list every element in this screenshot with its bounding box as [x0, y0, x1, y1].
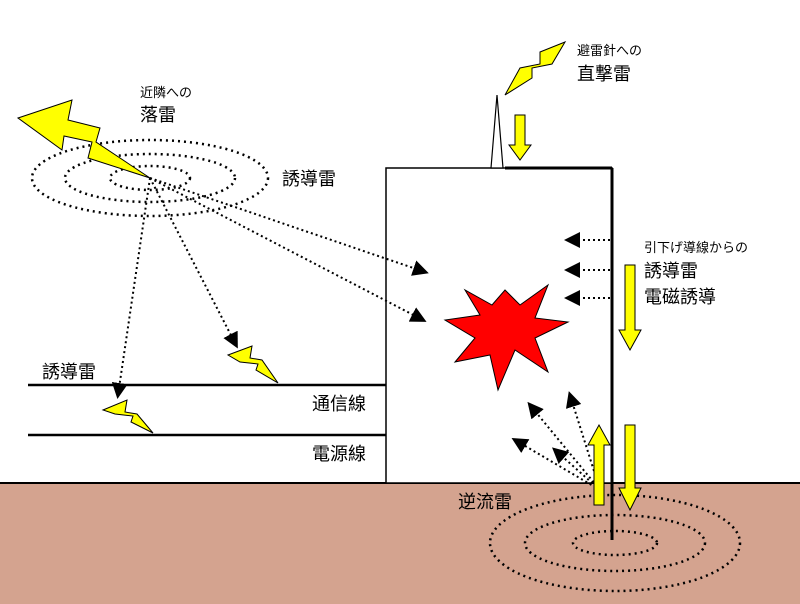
- induced-lightning-label-left: 誘導雷: [42, 362, 96, 383]
- comm-line-label: 通信線: [312, 394, 366, 415]
- induction-rings-top: [30, 138, 270, 218]
- rod-strike-label-small: 避雷針への: [577, 44, 643, 59]
- lightning-rod: [490, 94, 504, 169]
- nearby-strike-label: 落雷: [140, 105, 176, 126]
- power-line-label: 電源線: [312, 444, 366, 465]
- small-bolt-2: [101, 399, 154, 434]
- induction-rings-ground: [488, 493, 742, 593]
- lightning-bolts: [16, 40, 567, 434]
- backflow-label: 逆流雷: [458, 492, 512, 513]
- down-conductor-label: 引下げ導線からの: [644, 241, 749, 256]
- direct-bolt: [504, 40, 567, 96]
- nearby-bolt: [16, 99, 151, 179]
- nearby-strike-label-small: 近隣への: [140, 86, 193, 101]
- induced-lightning-label-top: 誘導雷: [282, 169, 336, 190]
- down-induced-label: 誘導雷: [644, 261, 698, 282]
- ground: [0, 483, 800, 604]
- explosion: [443, 283, 570, 392]
- direct-strike-label: 直撃雷: [577, 64, 631, 85]
- em-induction-label: 電磁誘導: [644, 287, 716, 308]
- small-bolt-1: [226, 345, 279, 384]
- current-arrows: [508, 114, 642, 512]
